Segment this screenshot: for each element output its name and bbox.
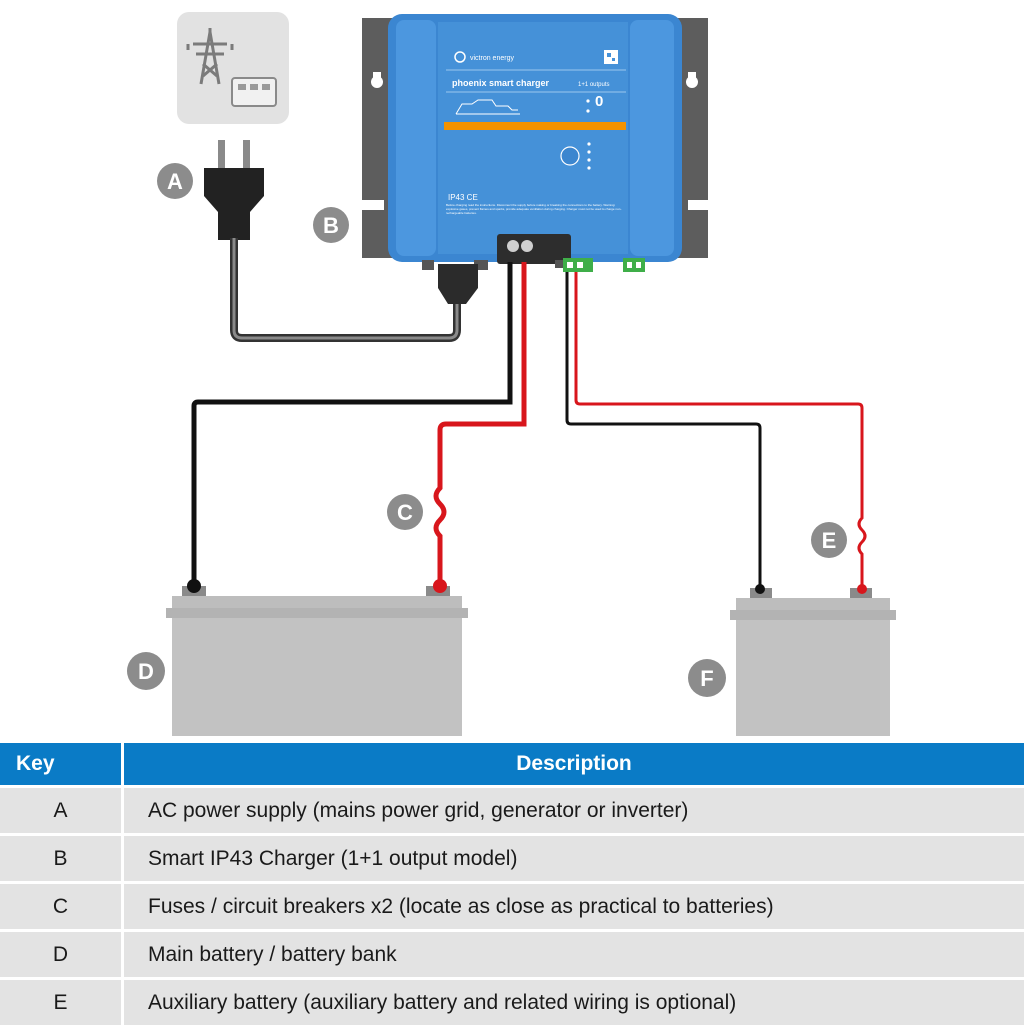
key-cell: D — [0, 929, 121, 977]
charger-unit: victron energy phoenix smart charger 1+1… — [388, 14, 682, 272]
table-row: C Fuses / circuit breakers x2 (locate as… — [0, 881, 1024, 929]
svg-text:A: A — [167, 169, 183, 194]
description-cell: Fuses / circuit breakers x2 (locate as c… — [121, 881, 1024, 929]
brand-label: victron energy — [470, 55, 514, 62]
main-battery-positive-wire — [433, 262, 527, 586]
wiring-diagram: victron energy phoenix smart charger 1+1… — [127, 12, 896, 736]
key-column-header: Key — [0, 743, 121, 785]
remote-connector — [623, 258, 645, 272]
aux-battery-negative-wire — [565, 272, 762, 588]
aux-battery-positive-wire — [574, 272, 867, 588]
current-readout: 0 — [595, 93, 603, 110]
svg-text:C: C — [397, 500, 413, 525]
orange-accent-stripe — [444, 122, 626, 130]
badge-a: A — [157, 163, 193, 199]
mode-button[interactable] — [560, 146, 580, 166]
description-cell: AC power supply (mains power grid, gener… — [121, 785, 1024, 833]
charge-curve-icon — [455, 99, 520, 115]
description-column-header: Description — [121, 743, 1024, 785]
badge-b: B — [313, 207, 349, 243]
ac-inlet-connector — [438, 264, 478, 304]
svg-text:B: B — [323, 213, 339, 238]
ac-plug — [204, 140, 461, 342]
svg-text:E: E — [822, 528, 837, 553]
warning-text: Before charging read the instructions. D… — [446, 203, 622, 215]
key-cell: B — [0, 833, 121, 881]
key-cell: C — [0, 881, 121, 929]
table-row: A AC power supply (mains power grid, gen… — [0, 785, 1024, 833]
key-table: Key Description A AC power supply (mains… — [0, 743, 1024, 1025]
victron-logo-icon — [454, 51, 466, 63]
badge-f: F — [688, 659, 726, 697]
outputs-label: 1+1 outputs — [578, 82, 610, 88]
svg-text:D: D — [138, 659, 154, 684]
key-cell: A — [0, 785, 121, 833]
svg-text:F: F — [700, 666, 713, 691]
description-cell: Smart IP43 Charger (1+1 output model) — [121, 833, 1024, 881]
certification-marks: IP43 CE — [448, 193, 478, 202]
auxiliary-battery — [730, 584, 896, 736]
main-battery — [166, 579, 468, 736]
badge-d: D — [127, 652, 165, 690]
table-row: D Main battery / battery bank — [0, 929, 1024, 977]
badge-c: C — [387, 494, 423, 530]
badge-e: E — [811, 522, 847, 558]
description-cell: Auxiliary battery (auxiliary battery and… — [121, 977, 1024, 1025]
description-cell: Main battery / battery bank — [121, 929, 1024, 977]
table-row: E Auxiliary battery (auxiliary battery a… — [0, 977, 1024, 1025]
model-label: phoenix smart charger — [452, 78, 550, 88]
key-cell: E — [0, 977, 121, 1025]
ac-supply-icon — [177, 12, 289, 124]
table-row: B Smart IP43 Charger (1+1 output model) — [0, 833, 1024, 881]
main-battery-negative-wire — [191, 262, 513, 586]
